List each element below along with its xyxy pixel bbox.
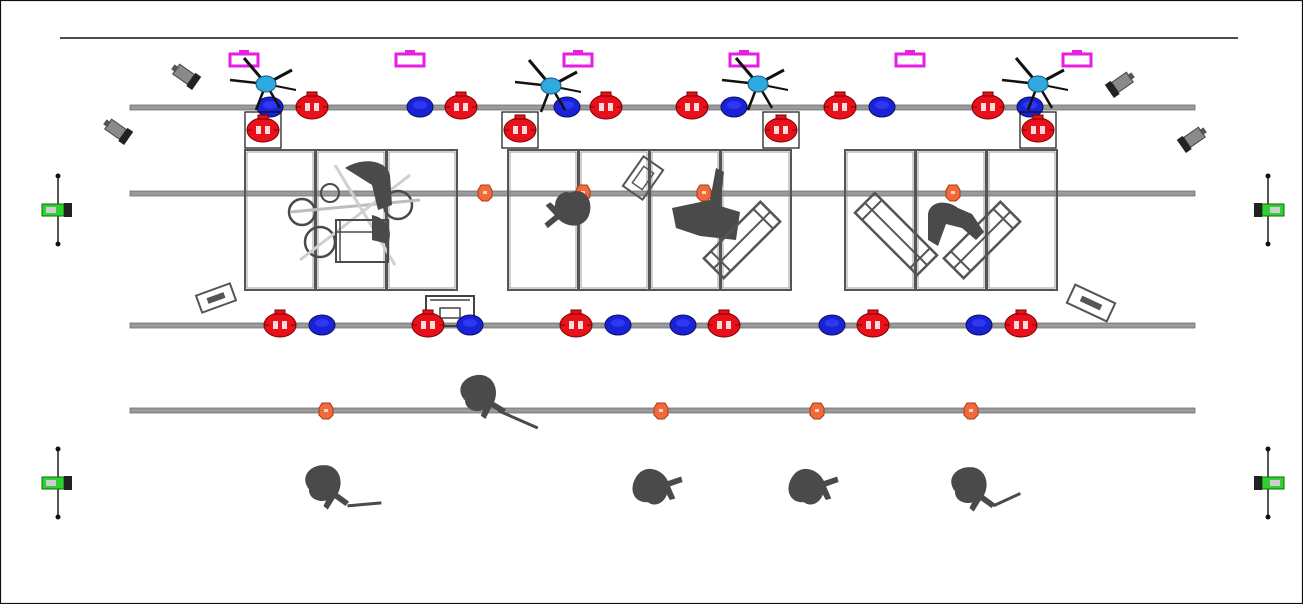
blue-wash-icon — [868, 96, 896, 118]
performer-figure — [626, 457, 687, 516]
red-wash-icon — [559, 309, 593, 338]
side-fixture-icon — [1253, 445, 1285, 521]
side-fixture-icon — [1253, 172, 1285, 248]
blue-wash-icon — [406, 96, 434, 118]
red-wash-icon — [971, 91, 1005, 120]
side-booms — [41, 172, 1285, 521]
center-stage-props — [541, 154, 782, 280]
blue-wash-icon — [720, 96, 748, 118]
table-prop — [425, 295, 475, 327]
side-box-right — [1065, 283, 1117, 323]
gray-profile-icon — [99, 114, 134, 146]
magenta-led-bar-icon — [728, 48, 760, 68]
red-wash-icon — [411, 309, 445, 338]
magenta-led-bar-icon — [1061, 48, 1093, 68]
red-wash-icon — [1004, 309, 1038, 338]
orange-fixture-icon — [318, 402, 334, 420]
orange-fixture-icon — [477, 184, 493, 202]
blue-wash-icon — [456, 314, 484, 336]
red-wash-icon — [295, 91, 329, 120]
orange-fixture-icon — [696, 184, 712, 202]
performer-figure — [950, 465, 1021, 514]
performer-figure — [304, 463, 382, 512]
magenta-led-bar-icon — [394, 48, 426, 68]
magenta-led-bar-icon — [894, 48, 926, 68]
red-wash-icon — [675, 91, 709, 120]
right-stage-props — [853, 191, 1022, 280]
side-fixture-icon — [41, 445, 73, 521]
gray-profile-icon — [1104, 67, 1139, 99]
orange-fixture-icon — [945, 184, 961, 202]
blue-wash-icon — [669, 314, 697, 336]
red-wash-icon — [444, 91, 478, 120]
boxed-red-fixtures — [244, 111, 1057, 149]
red-wash-icon — [707, 309, 741, 338]
red-wash-icon — [246, 114, 280, 143]
side-box-left — [194, 282, 238, 314]
downstage-performers — [304, 371, 1021, 516]
pipe-2 — [129, 190, 1196, 197]
performer-figure — [458, 371, 539, 430]
pipes — [129, 104, 1196, 414]
red-wash-icon — [856, 309, 890, 338]
bench — [702, 200, 782, 280]
gray-profile-icon — [1176, 122, 1211, 154]
small-crate — [621, 154, 665, 202]
pipe-3 — [129, 322, 1196, 329]
blue-wash-icon — [818, 314, 846, 336]
orange-fixture-icon — [963, 402, 979, 420]
performer-figure — [782, 457, 843, 516]
red-wash-icon — [589, 91, 623, 120]
side-fixture-icon — [41, 172, 73, 248]
red-wash-icon — [503, 114, 537, 143]
blue-wash-icon — [308, 314, 336, 336]
pipe-1 — [129, 104, 1196, 111]
blue-wash-icon — [604, 314, 632, 336]
red-wash-icon — [764, 114, 798, 143]
magenta-led-bars — [228, 48, 1093, 68]
magenta-led-bar-icon — [562, 48, 594, 68]
blue-wash-icon — [965, 314, 993, 336]
orange-fixture-icon — [809, 402, 825, 420]
kneeling-performer — [928, 202, 984, 246]
moving-heads — [228, 56, 1070, 114]
bicycle-props — [287, 161, 421, 266]
gray-profile-icon — [167, 59, 202, 91]
red-wash-icon — [823, 91, 857, 120]
red-wash-icon — [263, 309, 297, 338]
red-wash-icon — [1021, 114, 1055, 143]
orange-fixture-icon — [653, 402, 669, 420]
seated-performer — [672, 168, 740, 240]
